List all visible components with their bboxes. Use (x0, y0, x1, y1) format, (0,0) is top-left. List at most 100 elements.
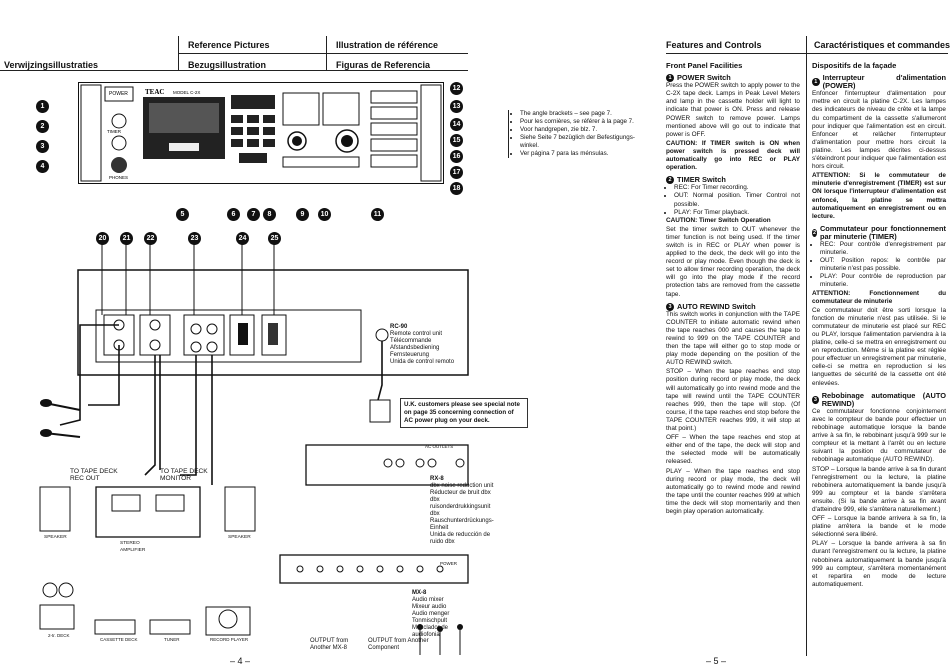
rc90-es: Unida de control remoto (390, 359, 455, 365)
timer-out: OUT: Normal position. Timer Control not … (674, 192, 800, 208)
mx8-en: Audio mixer (412, 597, 444, 603)
header-rule (666, 53, 948, 54)
component-tuner: TUNER (164, 637, 180, 642)
rx8-model: RX-8 (430, 476, 444, 482)
left-page: Verwijzingsillustraties Reference Pictur… (0, 0, 528, 670)
mx8-fr: Mixeur audio (412, 604, 447, 610)
deck-power-label: POWER (109, 91, 128, 97)
mx8-label: MX-8 Audio mixer Mixeur audio Audio meng… (412, 590, 470, 639)
callout-4: 4 (36, 160, 49, 173)
callout-25: 25 (268, 232, 281, 245)
rc90-model: RC-90 (390, 324, 408, 330)
to-tape-deck-monitor: TO TAPE DECK MONITOR (160, 468, 208, 482)
page-number-right: – 5 – (706, 656, 727, 666)
page-number-left: – 4 – (230, 656, 251, 666)
column-divider (806, 36, 807, 656)
callout-11: 11 (371, 208, 384, 221)
header-caracteristiques: Caractéristiques et commandes (814, 40, 950, 50)
rx8-nl: dbx ruisonderdrukkingsunit (430, 497, 491, 510)
callout-10: 10 (318, 208, 331, 221)
rc90-de: Fernsteuerung (390, 352, 430, 358)
to-tape-deck-rec-out: TO TAPE DECK REC OUT (70, 468, 118, 482)
ac-outlets-label: AC OUTLETS (425, 444, 454, 449)
minuterie-title: Commutateur pour fonctionnement par minu… (819, 223, 946, 241)
header-en: Reference Pictures (188, 40, 270, 50)
callout-22: 22 (144, 232, 157, 245)
header-rule (178, 53, 468, 54)
header-fr: Illustration de référence (336, 40, 439, 50)
number-badge-2: 2 (666, 176, 674, 185)
component-cassette-deck: CASSETTE DECK (100, 637, 138, 642)
timer-play: PLAY: For Timer playback. (674, 209, 800, 217)
auto-rewind-play: PLAY – When the tape reaches end stop du… (666, 467, 800, 515)
rebobinage-body: Ce commutateur fonctionne conjointement … (812, 407, 946, 464)
front-panel-facilities-title: Front Panel Facilities (666, 61, 743, 70)
timer-switch-title: TIMER Switch (677, 175, 726, 185)
power-switch-body: Press the POWER switch to apply power to… (666, 82, 800, 138)
callout-16: 16 (450, 150, 463, 163)
number-badge-1: 1 (666, 74, 674, 83)
number-badge-2: 2 (812, 228, 817, 237)
right-page: Features and Controls Caractéristiques e… (470, 0, 950, 670)
rear-panel-drawing (39, 237, 469, 655)
note-en: The angle brackets – see page 7. (520, 110, 652, 118)
header-rule (0, 70, 468, 71)
deck-model: MODEL C-2X (173, 90, 200, 95)
timer-rec: REC: For Timer recording. (674, 184, 800, 192)
deck-timer-label: TIMER (107, 129, 122, 134)
uk-note: U.K. customers please see special note o… (400, 398, 528, 428)
note-fr: Pour les cornières, se référer à la page… (520, 118, 652, 126)
note-nl: Voor handgrepen, zie blz. 7. (520, 126, 652, 134)
minuterie-rec: REC: Pour contrôle d'enregistrement par … (820, 241, 946, 257)
rx8-es: Unida de reducción de ruido dbx (430, 532, 491, 545)
mx8-model: MX-8 (412, 590, 427, 596)
timer-caution-body: Set the timer switch to OUT whenever the… (666, 225, 800, 298)
rebobinage-off: OFF – Lorsque la bande arrivera à sa fin… (812, 515, 946, 539)
callout-1: 1 (36, 100, 49, 113)
rebobinage-play: PLAY – Lorsque la bande arrivera à sa fi… (812, 540, 946, 588)
rebobinage-stop: STOP – Lorsque la bande arrive à sa fin … (812, 465, 946, 513)
minuterie-attention-body: Ce commutateur doit être sorti lorsque l… (812, 306, 946, 387)
mx8-power-label: POWER (440, 561, 458, 566)
auto-rewind-body: This switch works in conjunction with th… (666, 310, 800, 367)
auto-rewind-title: AUTO REWIND Switch (677, 301, 756, 311)
note-de: Siehe Seite 7 bezüglich der Befestigungs… (520, 134, 652, 150)
minuterie-attention-title: ATTENTION: Fonctionnement du commutateur… (812, 289, 946, 305)
front-panel-drawing: POWER TIMER PHONES TEAC MODEL C-2X (80, 84, 442, 182)
deck-phones-label: PHONES (109, 175, 128, 180)
minuterie-play: PLAY: Pour contrôle de reproduction par … (820, 273, 946, 289)
note-es: Ver página 7 para las ménsulas. (520, 150, 652, 158)
callout-20: 20 (96, 232, 109, 245)
timer-caution-title: CAUTION: Timer Switch Operation (666, 216, 771, 224)
callout-13: 13 (450, 100, 463, 113)
callout-15: 15 (450, 134, 463, 147)
header-features: Features and Controls (666, 40, 762, 50)
rebobinage-title: Rebobinage automatique (AUTO REWIND) (821, 390, 946, 408)
component-record-player: RECORD PLAYER (210, 637, 249, 642)
rc90-fr: Télécommande (390, 338, 432, 344)
callout-18: 18 (450, 182, 463, 195)
callout-3: 3 (36, 140, 49, 153)
rx8-en: dbx noise reduction unit (430, 483, 494, 489)
rx8-de: dbx Rauschunterdrückungs-Einheit (430, 511, 494, 531)
speaker-left-label: SPEAKER (44, 535, 67, 540)
header-nl: Verwijzingsillustraties (4, 60, 99, 70)
auto-rewind-stop: STOP – When the tape reaches end stop po… (666, 368, 800, 433)
callout-17: 17 (450, 166, 463, 179)
callout-14: 14 (450, 118, 463, 131)
power-switch-title: POWER Switch (677, 73, 731, 83)
callout-8: 8 (263, 208, 276, 221)
angle-bracket-note-list: The angle brackets – see page 7. Pour le… (508, 110, 652, 158)
rx8-fr: Réducteur de bruit dbx (430, 490, 491, 496)
mx8-de: Tonmischpult (412, 618, 448, 624)
number-badge-1: 1 (812, 78, 820, 87)
deck-brand: TEAC (145, 88, 164, 96)
number-badge-3: 3 (666, 302, 674, 311)
interrupteur-attention: ATTENTION: Si le commutateur de minuteri… (812, 172, 946, 220)
interrupteur-body: Enfoncer l'interrupteur d'alimentation p… (812, 90, 946, 171)
callout-7: 7 (247, 208, 260, 221)
